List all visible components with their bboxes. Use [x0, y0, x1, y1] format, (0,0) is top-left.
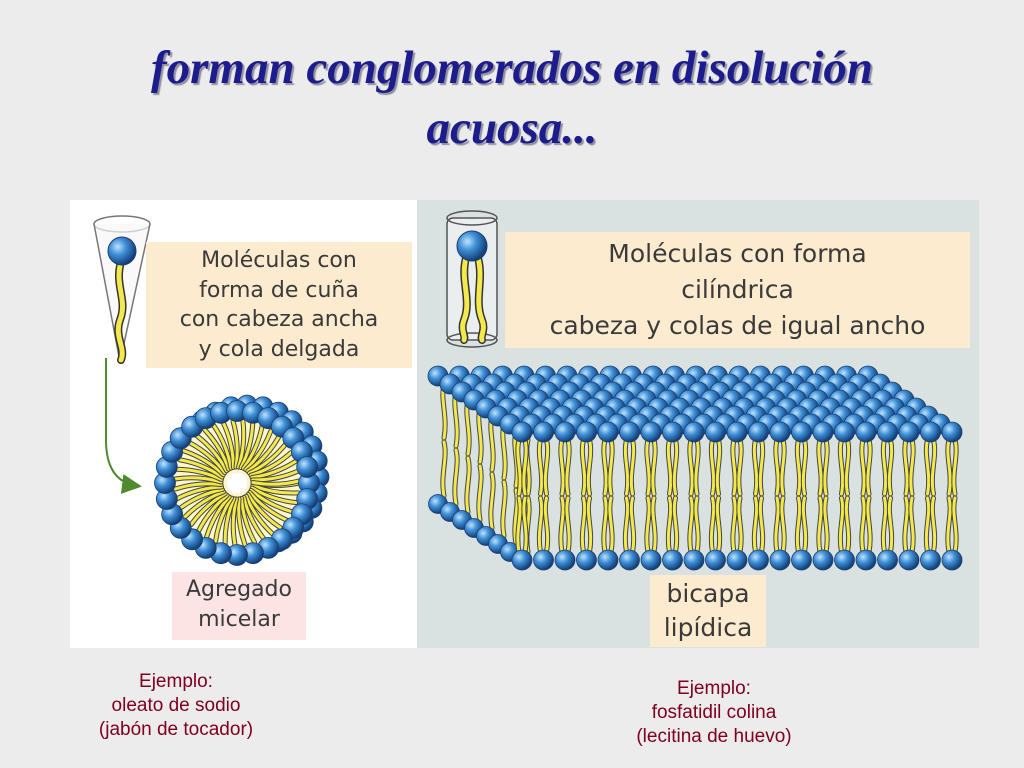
wedge-label-line-3: con cabeza ancha: [179, 307, 379, 332]
example-left-line-2: oleato de sodio: [111, 695, 241, 716]
wedge-molecule-label: Moléculas con forma de cuña con cabeza a…: [146, 242, 412, 368]
bilayer-label-line-2: lipídica: [663, 613, 753, 642]
micelle-label-line-2: micelar: [198, 607, 280, 632]
wedge-label-line-4: y cola delgada: [198, 336, 360, 362]
cylindrical-molecule-label: Moléculas con forma cilíndrica cabeza y …: [505, 232, 970, 348]
example-right-line-2: fosfatidil colina: [651, 702, 777, 723]
slide-title: forman conglomerados en disolución acuos…: [40, 38, 984, 158]
example-left-line-3: (jabón de tocador): [98, 719, 254, 740]
example-right-line-1: Ejemplo:: [677, 678, 751, 699]
example-right: Ejemplo: fosfatidil colina (lecitina de …: [600, 677, 828, 749]
cyl-label-line-2: cilíndrica: [681, 275, 794, 304]
micelle-icon: [154, 394, 330, 566]
wedge-molecule-icon: [93, 215, 151, 364]
cyl-label-line-1: Moléculas con forma: [608, 239, 867, 268]
transition-arrow: [105, 358, 142, 494]
example-left-line-1: Ejemplo:: [139, 671, 213, 692]
example-left: Ejemplo: oleato de sodio (jabón de tocad…: [60, 670, 292, 742]
cylindrical-molecule-icon: [446, 210, 498, 348]
wedge-label-line-1: Moléculas con: [201, 248, 357, 273]
micelle-label: Agregado micelar: [172, 572, 306, 640]
cyl-label-line-3: cabeza y colas de igual ancho: [549, 311, 926, 340]
micelle-label-line-1: Agregado: [186, 577, 292, 602]
wedge-label-line-2: forma de cuña: [199, 277, 359, 303]
slide-title-line-2: acuosa...: [426, 102, 598, 154]
slide-title-line-1: forman conglomerados en disolución: [150, 42, 874, 94]
bilayer-label: bicapa lipídica: [650, 575, 766, 647]
bilayer-label-line-1: bicapa: [666, 579, 750, 608]
bilayer-icon: [427, 365, 963, 571]
example-right-line-3: (lecitina de huevo): [636, 726, 792, 747]
